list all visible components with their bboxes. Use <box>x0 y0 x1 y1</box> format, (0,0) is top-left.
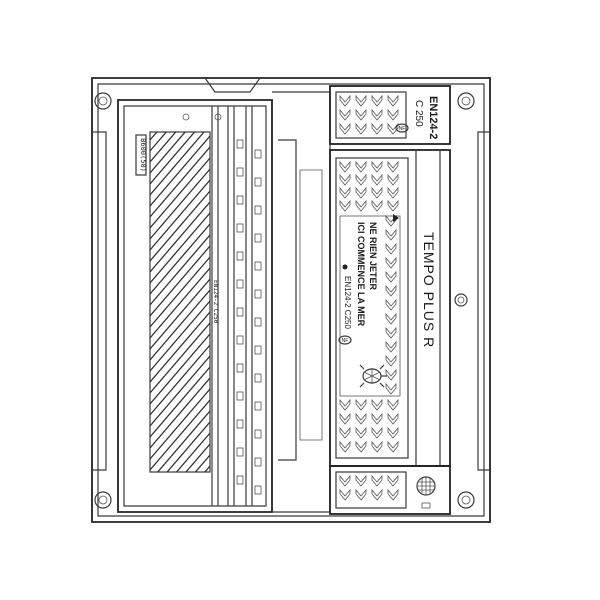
grate-side-code: EN124-2 C250 <box>212 280 219 324</box>
grate-assembly: B600(50) EN124-2 C250 <box>117 99 273 513</box>
grate-slots <box>149 131 211 473</box>
side-bolt-icon <box>454 293 468 307</box>
cover-slogan-line1: ICI COMMENCE LA MER <box>356 222 366 327</box>
cover-slogan-line2: NE RIEN JETER <box>368 222 378 291</box>
top-cover-code: EN124-2 <box>427 96 439 139</box>
nf-mark-icon: NF <box>395 123 409 133</box>
corner-bolt-icon <box>94 92 112 110</box>
grate-frame-label-plate <box>135 134 147 176</box>
corner-bolt-icon <box>457 92 475 110</box>
main-cover: ICI COMMENCE LA MER NE RIEN JETER EN124-… <box>329 149 451 467</box>
corner-bolt-icon <box>457 491 475 509</box>
chevron-pattern-main <box>339 160 399 453</box>
svg-text:NF: NF <box>342 338 349 344</box>
chevron-pattern-bottom <box>339 474 399 501</box>
bottom-cover <box>329 465 451 515</box>
outer-frame <box>91 77 491 523</box>
nf-mark-icon: NF <box>338 335 352 345</box>
fixing-point-icon <box>182 113 190 121</box>
grate-hatching <box>150 132 210 472</box>
top-cover-class: C 250 <box>413 100 424 127</box>
cover-code: EN124-2 C250 <box>343 276 352 329</box>
chevron-pattern-top <box>339 94 399 135</box>
svg-text:NF: NF <box>399 126 406 132</box>
top-cover: EN124-2 C 250 NF <box>329 85 451 145</box>
fixing-point-icon <box>214 113 222 121</box>
grate-frame-code: B600(50) <box>139 138 147 172</box>
turtle-icon <box>359 364 387 388</box>
drop-icon <box>342 214 399 270</box>
lifting-grid-icon <box>416 476 436 496</box>
centre-channel <box>272 91 331 513</box>
grate-rail-marks <box>236 139 262 495</box>
brand-label: TEMPO PLUS R <box>421 232 437 348</box>
corner-bolt-icon <box>94 491 112 509</box>
